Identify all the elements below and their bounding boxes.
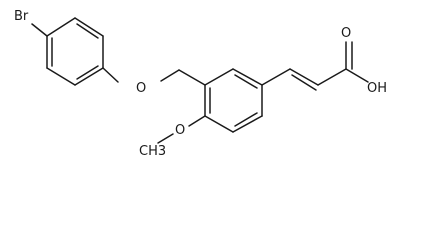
methoxy-oxygen-methyl-bond xyxy=(157,133,174,144)
carbonyl-oxygen-label: O xyxy=(341,26,351,41)
ether-oxygen-label: O xyxy=(136,81,146,96)
ring-vinyl-bond xyxy=(261,68,291,86)
vinyl-carboxyl-bond xyxy=(317,68,347,86)
molecule-structure-drawing: Br O O CH3 O OH xyxy=(14,9,387,158)
hydroxyl-label: OH xyxy=(367,81,387,96)
ring-methoxy-oxygen-bond xyxy=(188,115,206,127)
bromine-label: Br xyxy=(14,9,29,24)
oxygen-methylene-bond xyxy=(160,69,180,82)
methyl-label: CH3 xyxy=(139,144,166,158)
aryl-oxygen-bond xyxy=(102,67,119,83)
bromophenyl-ring xyxy=(46,17,104,86)
vinyl-double-bond-inner xyxy=(291,74,317,91)
methylene-ring-bond xyxy=(178,69,206,86)
methoxy-oxygen-label: O xyxy=(175,123,185,138)
vinyl-double-bond xyxy=(289,68,319,86)
c-br-bond xyxy=(31,23,48,37)
carboxyl-hydroxyl-bond xyxy=(345,68,369,83)
central-benzene-ring xyxy=(204,68,263,133)
